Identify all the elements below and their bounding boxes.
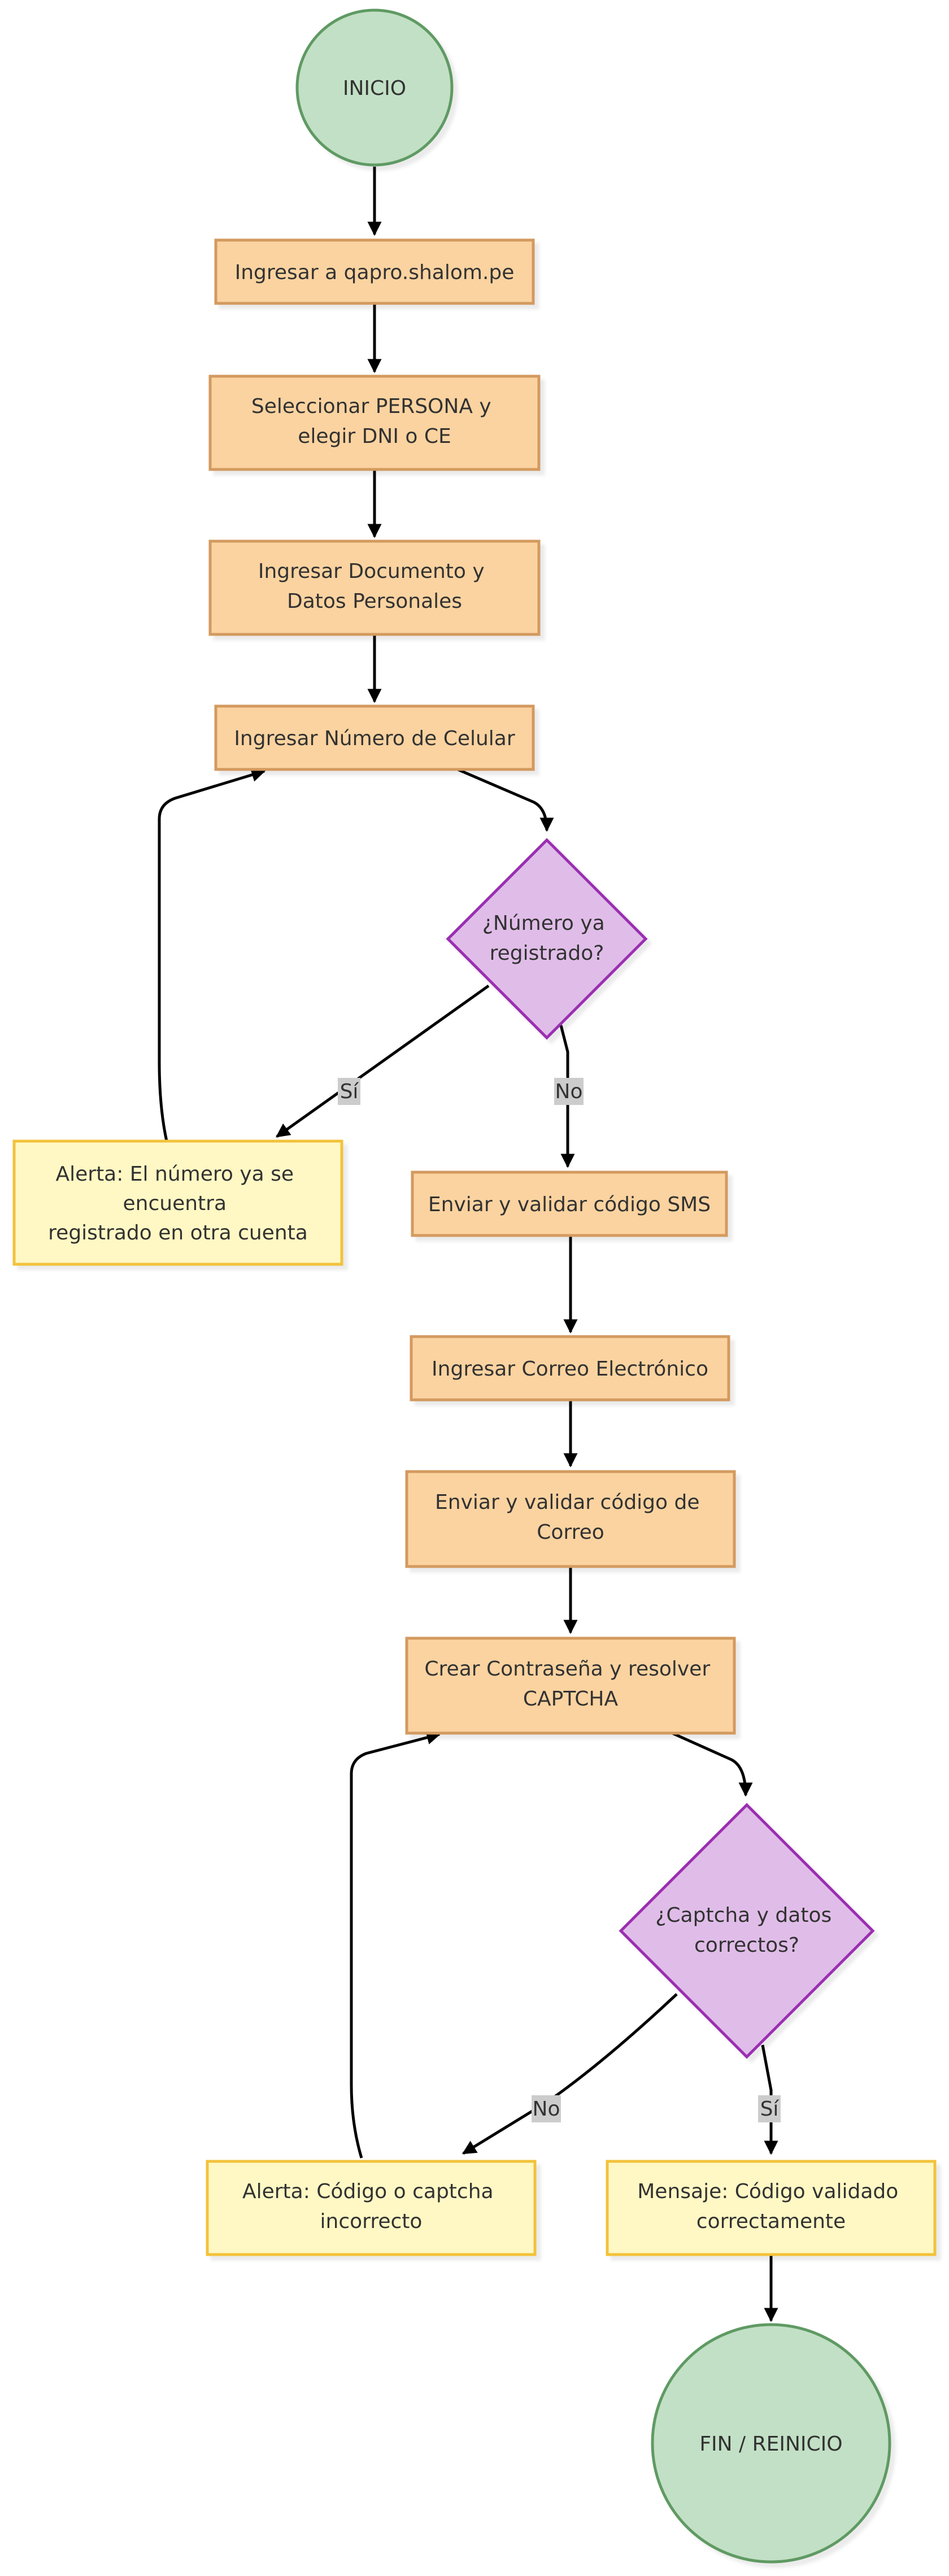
label-line: Ingresar a qapro.shalom.pe xyxy=(235,261,515,284)
label-line: Alerta: Código o captcha xyxy=(242,2180,494,2203)
label-line: Ingresar Correo Electrónico xyxy=(432,1357,708,1381)
edge-label-background xyxy=(532,2095,561,2122)
label-line: ¿Captcha y datos xyxy=(655,1904,832,1927)
node-ingresar-documento: Ingresar Documento y Datos Personales xyxy=(208,539,541,636)
label-line: encuentra xyxy=(123,1192,227,1215)
edge-label-background xyxy=(554,1078,584,1105)
edge-label-numero-no: No xyxy=(554,1078,584,1105)
node-label: Crear Contraseña y resolver CAPTCHA xyxy=(424,1657,716,1711)
edge-captcha-no-to-alerta xyxy=(462,1993,678,2155)
edge-celular-to-decision xyxy=(457,768,554,832)
label-line: registrado en otra cuenta xyxy=(48,1221,308,1245)
edges xyxy=(158,167,778,2322)
alert-shape xyxy=(206,2160,537,2256)
label-line: registrado? xyxy=(490,942,604,965)
node-label: Seleccionar PERSONA y elegir DNI o CE xyxy=(251,395,498,448)
label-line: Correo xyxy=(537,1521,604,1544)
process-shape xyxy=(405,1470,736,1568)
node-label: INICIO xyxy=(343,77,406,100)
label-line: FIN / REINICIO xyxy=(699,2433,842,2456)
edge-captcha-si-to-mensaje xyxy=(761,2044,778,2155)
label-line: Ingresar Número de Celular xyxy=(234,727,515,750)
edge-label-text: Sí xyxy=(340,1080,359,1103)
label-line: correctamente xyxy=(696,2210,846,2233)
label-line: Mensaje: Código validado xyxy=(637,2180,898,2203)
label-line: Seleccionar PERSONA y xyxy=(251,395,491,418)
decision-shape xyxy=(446,838,648,1040)
label-line: Alerta: El número ya se xyxy=(55,1163,294,1186)
node-fin: FIN / REINICIO xyxy=(651,2323,891,2564)
node-ingresar-celular: Ingresar Número de Celular xyxy=(214,704,535,771)
node-label: Alerta: Código o captcha incorrecto xyxy=(242,2180,500,2233)
terminal-shape xyxy=(651,2323,891,2564)
process-shape xyxy=(405,1637,736,1735)
process-shape xyxy=(411,1170,728,1237)
node-label: Mensaje: Código validado correctamente xyxy=(637,2180,905,2233)
edge-label-text: No xyxy=(555,1080,583,1103)
label-line: Enviar y validar código SMS xyxy=(428,1193,711,1216)
decision-shape xyxy=(619,1803,875,2059)
node-inicio: INICIO xyxy=(295,8,454,167)
label-line: Crear Contraseña y resolver xyxy=(424,1657,710,1681)
node-label: FIN / REINICIO xyxy=(699,2433,842,2456)
edge-label-text: Sí xyxy=(760,2098,780,2121)
node-validar-correo: Enviar y validar código de Correo xyxy=(405,1470,736,1568)
edge-alerta-loop-to-contrasena xyxy=(350,1730,441,2159)
label-line: correctos? xyxy=(694,1934,799,1957)
node-mensaje-validado: Mensaje: Código validado correctamente xyxy=(606,2160,937,2256)
node-ingresar-correo: Ingresar Correo Electrónico xyxy=(410,1335,730,1402)
process-shape xyxy=(214,238,535,305)
edge-decision-no-to-sms xyxy=(559,1025,575,1168)
label-line: incorrecto xyxy=(320,2210,423,2233)
label-line: CAPTCHA xyxy=(523,1687,619,1711)
label-line: Datos Personales xyxy=(287,590,462,613)
process-shape xyxy=(214,704,535,771)
edge-label-background xyxy=(758,2095,781,2122)
alert-shape xyxy=(12,1139,343,1266)
node-label: Ingresar Correo Electrónico xyxy=(432,1357,708,1381)
process-shape xyxy=(410,1335,730,1402)
process-shape xyxy=(208,375,541,471)
edge-decision-si-to-alerta xyxy=(275,984,490,1138)
edge-label-numero-si: Sí xyxy=(338,1078,360,1105)
node-label: ¿Número ya registrado? xyxy=(482,912,611,965)
label-line: INICIO xyxy=(343,77,406,100)
edge-label-captcha-si: Sí xyxy=(758,2095,781,2122)
label-line: elegir DNI o CE xyxy=(298,425,451,448)
node-alerta-codigo: Alerta: Código o captcha incorrecto xyxy=(206,2160,537,2256)
node-label: Ingresar Documento y Datos Personales xyxy=(258,560,491,613)
node-label: Enviar y validar código SMS xyxy=(428,1193,711,1216)
edge-alerta-loop-to-celular xyxy=(158,768,266,1142)
node-numero-registrado: ¿Número ya registrado? xyxy=(446,838,648,1040)
node-label: Alerta: El número ya se encuentra regist… xyxy=(48,1163,308,1245)
node-crear-contrasena: Crear Contraseña y resolver CAPTCHA xyxy=(405,1637,736,1735)
label-line: ¿Número ya xyxy=(482,912,605,935)
node-validar-sms: Enviar y validar código SMS xyxy=(411,1170,728,1237)
alert-shape xyxy=(606,2160,937,2256)
node-captcha-correcto: ¿Captcha y datos correctos? xyxy=(619,1803,875,2059)
edge-label-background xyxy=(338,1078,360,1105)
edge-label-captcha-no: No xyxy=(532,2095,561,2122)
node-ingresar-url: Ingresar a qapro.shalom.pe xyxy=(214,238,535,305)
edge-contrasena-to-captcha xyxy=(671,1731,753,1797)
node-label: Enviar y validar código de Correo xyxy=(435,1491,706,1544)
edge-label-text: No xyxy=(533,2098,560,2121)
node-seleccionar-persona: Seleccionar PERSONA y elegir DNI o CE xyxy=(208,375,541,471)
node-label: Ingresar a qapro.shalom.pe xyxy=(235,261,515,284)
node-label: Ingresar Número de Celular xyxy=(234,727,515,750)
process-shape xyxy=(208,539,541,636)
terminal-shape xyxy=(295,8,454,167)
label-line: Ingresar Documento y xyxy=(258,560,485,583)
node-alerta-numero: Alerta: El número ya se encuentra regist… xyxy=(12,1139,343,1266)
label-line: Enviar y validar código de xyxy=(435,1491,699,1514)
node-label: ¿Captcha y datos correctos? xyxy=(655,1904,838,1957)
